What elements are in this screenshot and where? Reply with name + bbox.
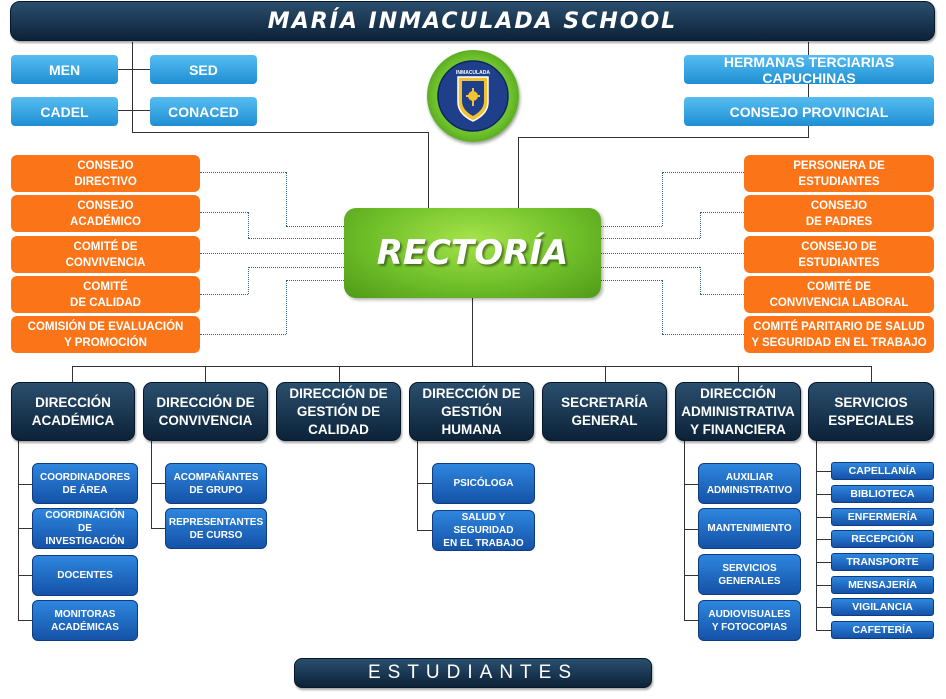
department-3: DIRECCIÓN DE GESTIÓN HUMANA bbox=[409, 382, 534, 441]
council-left-0: CONSEJO DIRECTIVO bbox=[11, 155, 200, 192]
department-2: DIRECCIÓN DE GESTIÓN DE CALIDAD bbox=[276, 382, 401, 441]
subunit-0-0: COORDINADORES DE ÁREA bbox=[32, 463, 138, 504]
school-title: MARÍA INMACULADA SCHOOL bbox=[10, 1, 935, 41]
subunit-6-1: BIBLIOTECA bbox=[831, 485, 934, 503]
department-1: DIRECCIÓN DE CONVIVENCIA bbox=[143, 382, 268, 441]
school-logo: INMACULADA bbox=[427, 50, 519, 142]
subunit-6-3: RECEPCIÓN bbox=[831, 530, 934, 548]
council-left-3: COMITÉ DE CALIDAD bbox=[11, 276, 200, 313]
subunit-6-7: CAFETERÍA bbox=[831, 621, 934, 639]
students-footer: ESTUDIANTES bbox=[294, 658, 652, 688]
department-6: SERVICIOS ESPECIALES bbox=[808, 382, 934, 441]
subunit-1-0: ACOMPAÑANTES DE GRUPO bbox=[165, 463, 267, 504]
entity-cadel: CADEL bbox=[11, 97, 118, 126]
school-crest-icon bbox=[437, 60, 509, 132]
subunit-6-0: CAPELLANÍA bbox=[831, 462, 934, 480]
entity-men: MEN bbox=[11, 55, 118, 84]
department-0: DIRECCIÓN ACADÉMICA bbox=[11, 382, 135, 441]
entity-hermanas-terciarias-capuchinas: HERMANAS TERCIARIAS CAPUCHINAS bbox=[684, 54, 934, 86]
council-right-0: PERSONERA DE ESTUDIANTES bbox=[744, 155, 934, 192]
subunit-5-1: MANTENIMIENTO bbox=[698, 508, 801, 549]
subunit-1-1: REPRESENTANTES DE CURSO bbox=[165, 508, 267, 549]
department-5: DIRECCIÓN ADMINISTRATIVA Y FINANCIERA bbox=[675, 382, 801, 441]
entity-consejo-provincial: CONSEJO PROVINCIAL bbox=[684, 97, 934, 126]
subunit-5-3: AUDIOVISUALES Y FOTOCOPIAS bbox=[698, 600, 801, 641]
subunit-5-0: AUXILIAR ADMINISTRATIVO bbox=[698, 463, 801, 504]
council-left-2: COMITÉ DE CONVIVENCIA bbox=[11, 236, 200, 273]
subunit-5-2: SERVICIOS GENERALES bbox=[698, 554, 801, 595]
department-4: SECRETARÍA GENERAL bbox=[542, 382, 667, 441]
subunit-3-0: PSICÓLOGA bbox=[432, 463, 535, 504]
entity-sed: SED bbox=[150, 55, 257, 84]
subunit-6-5: MENSAJERÍA bbox=[831, 576, 934, 594]
rectoria-box: RECTORÍA bbox=[344, 208, 601, 298]
subunit-6-2: ENFERMERÍA bbox=[831, 508, 934, 526]
council-left-1: CONSEJO ACADÉMICO bbox=[11, 195, 200, 232]
subunit-0-2: DOCENTES bbox=[32, 555, 138, 596]
subunit-6-4: TRANSPORTE bbox=[831, 553, 934, 571]
subunit-0-1: COORDINACIÓN DE INVESTIGACIÓN bbox=[32, 508, 138, 549]
council-left-4: COMISIÓN DE EVALUACIÓN Y PROMOCIÓN bbox=[11, 316, 200, 353]
entity-conaced: CONACED bbox=[150, 97, 257, 126]
subunit-3-1: SALUD Y SEGURIDAD EN EL TRABAJO bbox=[432, 510, 535, 551]
council-right-1: CONSEJO DE PADRES bbox=[744, 195, 934, 232]
subunit-6-6: VIGILANCIA bbox=[831, 598, 934, 616]
logo-text: INMACULADA bbox=[456, 70, 490, 76]
council-right-2: CONSEJO DE ESTUDIANTES bbox=[744, 236, 934, 273]
subunit-0-3: MONITORAS ACADÉMICAS bbox=[32, 600, 138, 641]
council-right-4: COMITÉ PARITARIO DE SALUD Y SEGURIDAD EN… bbox=[744, 316, 934, 353]
council-right-3: COMITÉ DE CONVIVENCIA LABORAL bbox=[744, 276, 934, 313]
